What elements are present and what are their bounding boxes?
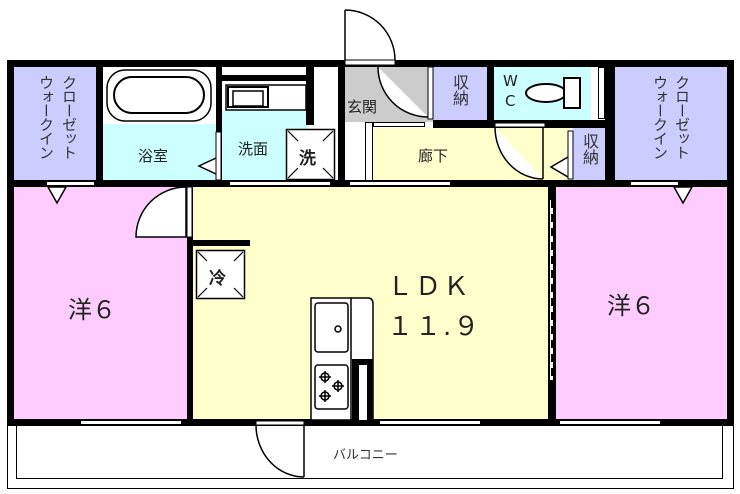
vanity-sink-icon xyxy=(222,75,307,111)
wall-wash-shelf xyxy=(306,60,314,125)
washer-space-icon xyxy=(285,128,336,181)
window-icon xyxy=(81,421,181,424)
wic-left-label-line2: ウォークイン xyxy=(37,75,55,159)
balcony-label: バルコニー xyxy=(333,448,398,463)
outer-wall-bottom xyxy=(7,419,734,426)
sliding-door-icon[interactable] xyxy=(549,200,554,380)
toilet-icon xyxy=(525,77,581,109)
washroom-label: 洗面 xyxy=(238,140,269,158)
ldk-label-line1: ＬＤＫ xyxy=(387,272,472,302)
door-swing-icon[interactable] xyxy=(494,122,575,181)
wic-right-label-line1: クローゼット xyxy=(673,75,691,159)
storage-small xyxy=(573,128,605,181)
walk-in-closet-left xyxy=(14,67,97,181)
walk-in-closet-right xyxy=(615,67,727,181)
wall-shelf-entrance xyxy=(338,60,345,187)
door-swing-icon[interactable] xyxy=(255,420,315,481)
hallway xyxy=(373,128,571,181)
shelf-space xyxy=(314,67,338,122)
door-swing-icon[interactable] xyxy=(377,66,436,123)
room-left-label: 洋６ xyxy=(68,296,116,324)
window-icon xyxy=(631,182,678,185)
door-swing-icon[interactable] xyxy=(196,128,222,181)
door-arrow-icon xyxy=(46,186,68,205)
wall-wc-right xyxy=(605,60,615,187)
opening-hallway xyxy=(350,182,450,185)
fridge-label: 冷 xyxy=(209,269,226,289)
bath-label: 浴室 xyxy=(138,147,169,165)
wic-right-label-line2: ウォークイン xyxy=(651,75,669,159)
wall-room-left-ldk xyxy=(187,187,193,420)
wic-left-label-line1: クローゼット xyxy=(60,75,78,159)
wall-wic-bath xyxy=(96,60,103,187)
entrance-label: 玄関 xyxy=(347,98,378,116)
bathtub-icon xyxy=(106,69,212,122)
kitchen-counter-icon xyxy=(310,297,374,421)
wall-strip xyxy=(373,122,425,127)
door-arrow-icon xyxy=(672,186,694,205)
wc-label-line1: W xyxy=(503,72,518,90)
wall-fridge-top xyxy=(193,240,250,246)
western-room-right xyxy=(556,187,727,420)
outer-wall-left xyxy=(7,60,14,427)
wall-storage-wc xyxy=(487,60,494,128)
wc-label-line2: C xyxy=(505,92,516,110)
fridge-space-icon xyxy=(195,249,246,300)
wall-strip xyxy=(365,122,373,181)
hallway-label: 廊下 xyxy=(418,147,449,165)
door-swing-icon[interactable] xyxy=(344,9,405,68)
window-icon xyxy=(47,182,94,185)
washer-label: 洗 xyxy=(299,149,316,169)
wall-bath-wash xyxy=(216,60,222,187)
storage-small-label: 収納 xyxy=(580,133,599,165)
outer-wall-right xyxy=(727,60,734,427)
storage-top-label: 収納 xyxy=(450,74,469,106)
opening-wash xyxy=(230,182,330,185)
ldk-label-line2: １１.９ xyxy=(387,312,482,342)
window-icon xyxy=(380,421,480,424)
storage-top xyxy=(433,67,487,120)
balcony-inner xyxy=(16,426,723,479)
room-right-label: 洋６ xyxy=(607,292,655,320)
window-icon xyxy=(560,421,660,424)
door-swing-icon[interactable] xyxy=(135,186,193,239)
wall-strip xyxy=(598,67,605,119)
bathroom xyxy=(103,124,216,181)
